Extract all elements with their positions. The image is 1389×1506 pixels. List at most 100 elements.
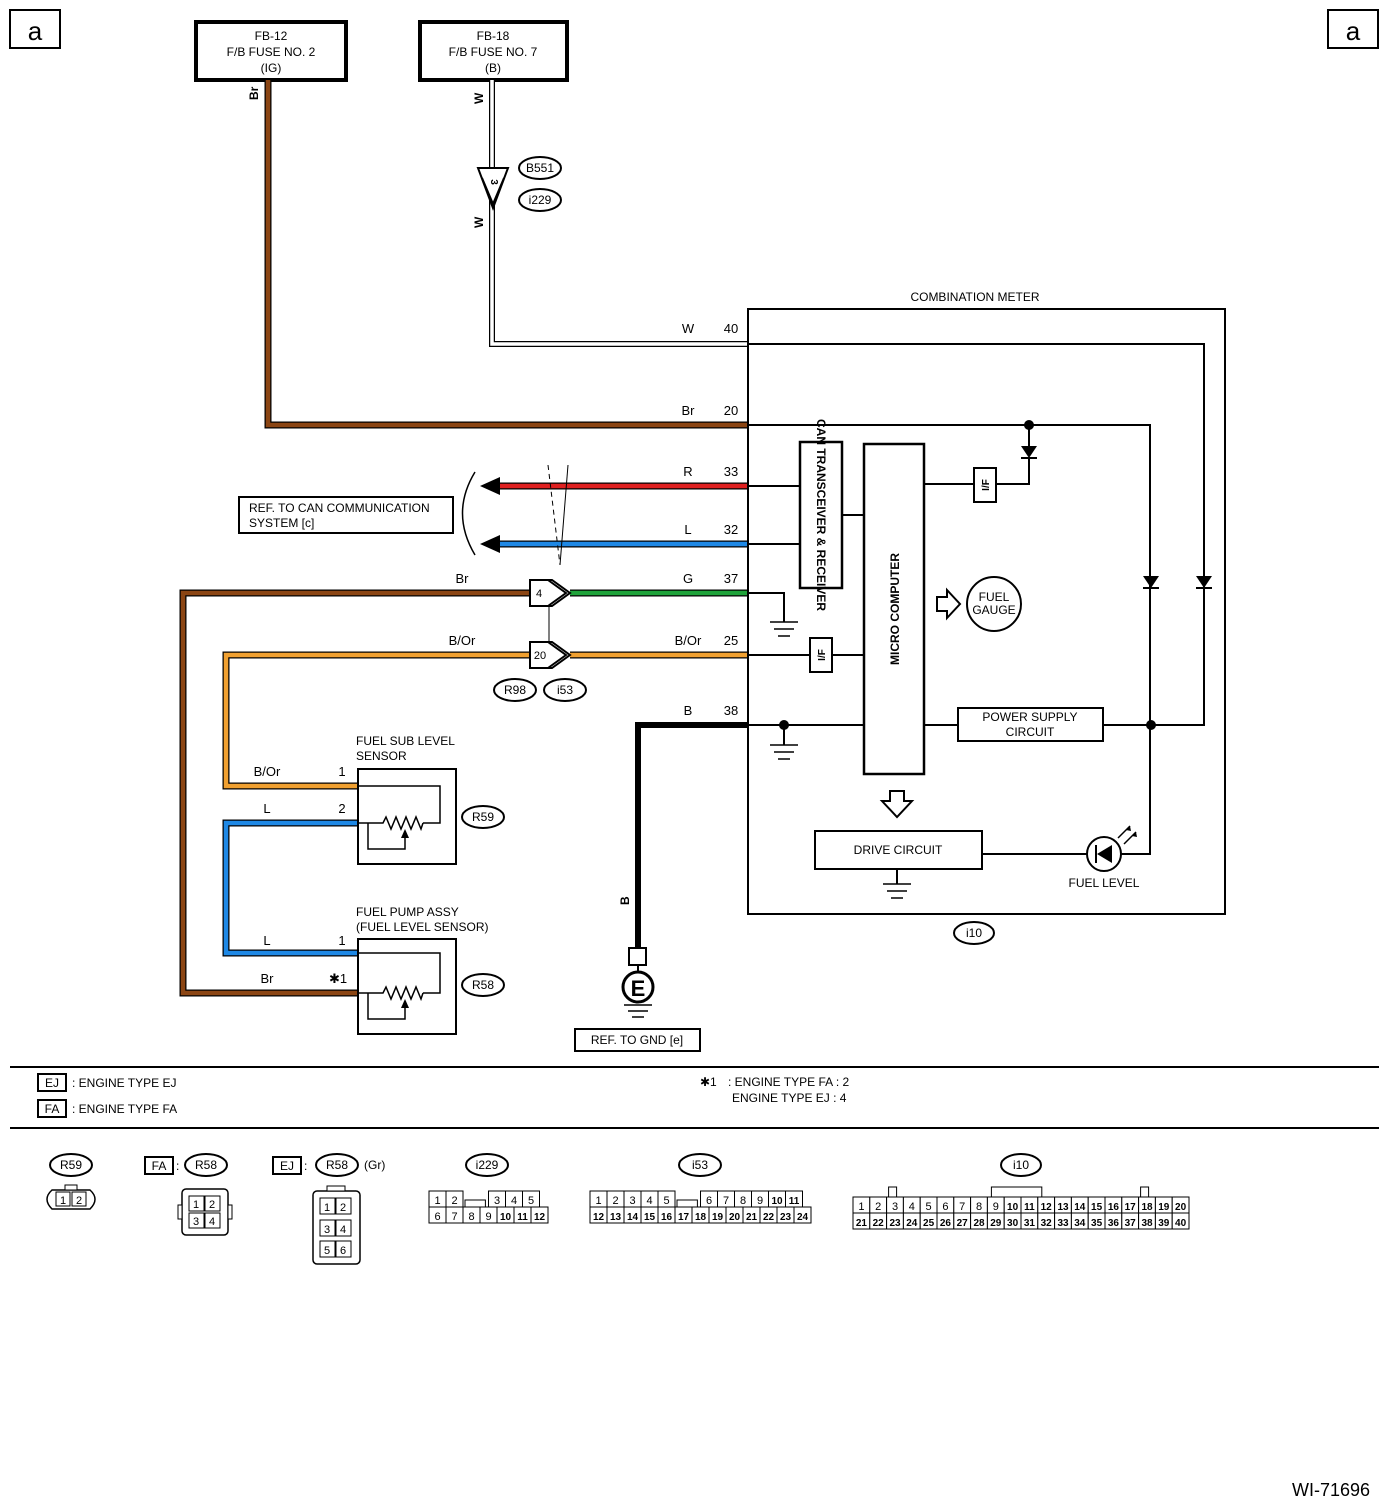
connector-pin-label: 38 bbox=[1141, 1218, 1153, 1229]
svg-text:COMBINATION METER: COMBINATION METER bbox=[910, 290, 1039, 304]
connector-r98: R98 bbox=[493, 678, 537, 702]
svg-text:(Gr): (Gr) bbox=[364, 1158, 385, 1172]
ground-e-symbol: E bbox=[621, 947, 655, 1018]
svg-text:R58: R58 bbox=[472, 978, 494, 992]
svg-text:FB-18: FB-18 bbox=[477, 29, 510, 43]
label-g37: G bbox=[683, 571, 693, 586]
connector-b551: B551 bbox=[518, 156, 562, 180]
connector-pin-label: 1 bbox=[595, 1195, 601, 1207]
svg-text:i53: i53 bbox=[692, 1158, 708, 1172]
connector-pin-label: 31 bbox=[1024, 1218, 1036, 1229]
svg-text:FUEL PUMP ASSY: FUEL PUMP ASSY bbox=[356, 905, 459, 919]
svg-text:FA: FA bbox=[152, 1159, 167, 1173]
label-l-sub: L bbox=[263, 801, 270, 816]
svg-text:R58: R58 bbox=[326, 1158, 348, 1172]
connector-pin-label: 29 bbox=[990, 1218, 1002, 1229]
inline-connector-3: 3 bbox=[476, 167, 510, 211]
svg-text:20: 20 bbox=[534, 650, 546, 662]
ref-gnd-box: REF. TO GND [e] bbox=[574, 1028, 701, 1052]
connector-i229: i229 bbox=[518, 188, 562, 212]
svg-text:(IG): (IG) bbox=[261, 61, 282, 75]
connector-pin-label: 14 bbox=[1074, 1202, 1086, 1213]
connector-pin-label: 14 bbox=[627, 1212, 639, 1223]
can-ref-bracket bbox=[461, 471, 476, 556]
label-bor-left: B/Or bbox=[449, 633, 476, 648]
can-transceiver: CAN TRANSCEIVER & RECEIVER bbox=[798, 419, 844, 611]
svg-text:SENSOR: SENSOR bbox=[356, 749, 407, 763]
connector-pin-label: 23 bbox=[780, 1212, 792, 1223]
connector-pin-label: 20 bbox=[729, 1212, 741, 1223]
svg-text:POWER SUPPLY: POWER SUPPLY bbox=[982, 710, 1077, 724]
label-bor-sub: B/Or bbox=[254, 764, 281, 779]
connector-pin-label: 1 bbox=[858, 1201, 864, 1213]
svg-text:: ENGINE TYPE FA : 2: : ENGINE TYPE FA : 2 bbox=[728, 1075, 849, 1089]
connector-pin-label: 36 bbox=[1108, 1218, 1120, 1229]
svg-text:MICRO COMPUTER: MICRO COMPUTER bbox=[888, 553, 902, 665]
connector-pin-label: 6 bbox=[434, 1211, 440, 1223]
svg-text:EJ: EJ bbox=[280, 1159, 294, 1173]
pin-38: 38 bbox=[724, 703, 738, 718]
label-w-upper: W bbox=[472, 92, 486, 104]
connector-pin-label: 23 bbox=[889, 1218, 901, 1229]
connector-r58: R58 bbox=[461, 973, 505, 997]
svg-text:B551: B551 bbox=[526, 161, 554, 175]
connector-r59: R59 bbox=[461, 805, 505, 829]
connector-pin-label: 22 bbox=[763, 1212, 775, 1223]
label-b38: B bbox=[684, 703, 693, 718]
svg-text:SYSTEM [c]: SYSTEM [c] bbox=[249, 516, 314, 530]
svg-text:FB-12: FB-12 bbox=[255, 29, 288, 43]
connector-pin-label: 27 bbox=[957, 1218, 969, 1229]
connector-pin-label: 11 bbox=[1024, 1202, 1035, 1213]
svg-text:E: E bbox=[631, 976, 646, 1001]
connector-pin-label: 2 bbox=[451, 1195, 457, 1207]
connector-tab bbox=[888, 1186, 898, 1198]
connector-pin-label: 13 bbox=[1057, 1202, 1069, 1213]
connector-tab bbox=[990, 1186, 1043, 1198]
svg-text:F/B FUSE NO. 7: F/B FUSE NO. 7 bbox=[449, 45, 538, 59]
svg-text:R58: R58 bbox=[195, 1158, 217, 1172]
wire-b-ground bbox=[635, 722, 748, 950]
if-box-lower: I/F bbox=[809, 637, 833, 673]
svg-text:6: 6 bbox=[340, 1245, 346, 1257]
label-w-lower: W bbox=[472, 216, 486, 228]
pin-sub-2: 2 bbox=[338, 801, 345, 816]
connector-pin-label: 35 bbox=[1091, 1218, 1103, 1229]
connector-pin-label: 5 bbox=[528, 1195, 534, 1207]
inline-connector-20: 20 bbox=[529, 641, 572, 669]
svg-text:i10: i10 bbox=[966, 926, 982, 940]
svg-text:3: 3 bbox=[324, 1224, 330, 1236]
label-l32: L bbox=[684, 522, 691, 537]
pin-pump-star: ✱1 bbox=[329, 971, 347, 986]
connector-i53: i53 bbox=[543, 678, 587, 702]
svg-text:4: 4 bbox=[209, 1216, 215, 1228]
svg-text::: : bbox=[176, 1159, 179, 1173]
connector-pin-label: 3 bbox=[494, 1195, 500, 1207]
connector-pin-label: 11 bbox=[517, 1212, 528, 1223]
combination-meter: COMBINATION METER bbox=[747, 290, 1226, 915]
svg-text:FA: FA bbox=[45, 1102, 60, 1116]
svg-text:I/F: I/F bbox=[981, 479, 992, 491]
twisted-pair-marker bbox=[547, 464, 569, 566]
if-box-upper: I/F bbox=[973, 467, 997, 503]
label-r33: R bbox=[683, 464, 692, 479]
svg-text:REF. TO CAN COMMUNICATION: REF. TO CAN COMMUNICATION bbox=[249, 501, 430, 515]
svg-text:R59: R59 bbox=[472, 810, 494, 824]
pin-37: 37 bbox=[724, 571, 738, 586]
svg-text:5: 5 bbox=[324, 1245, 330, 1257]
figure-id: WI-71696 bbox=[1292, 1480, 1370, 1500]
connector-pin-label: 18 bbox=[695, 1212, 707, 1223]
view-r58-fa: FA : R58 1 2 3 4 bbox=[144, 1153, 233, 1236]
connector-pin-label: 2 bbox=[875, 1201, 881, 1213]
connector-pin-label: 8 bbox=[976, 1201, 982, 1213]
svg-text:FUEL SUB LEVEL: FUEL SUB LEVEL bbox=[356, 734, 455, 748]
connector-pin-label: 9 bbox=[993, 1201, 999, 1213]
ref-can-box: REF. TO CAN COMMUNICATION SYSTEM [c] bbox=[238, 496, 454, 534]
connector-pin-label: 7 bbox=[959, 1201, 965, 1213]
connector-pin-label: 3 bbox=[629, 1195, 635, 1207]
svg-text:1: 1 bbox=[193, 1199, 199, 1211]
connector-pin-label: 1 bbox=[434, 1195, 440, 1207]
connector-pin-label: 12 bbox=[593, 1212, 605, 1223]
connector-pin-label: 4 bbox=[646, 1195, 652, 1207]
